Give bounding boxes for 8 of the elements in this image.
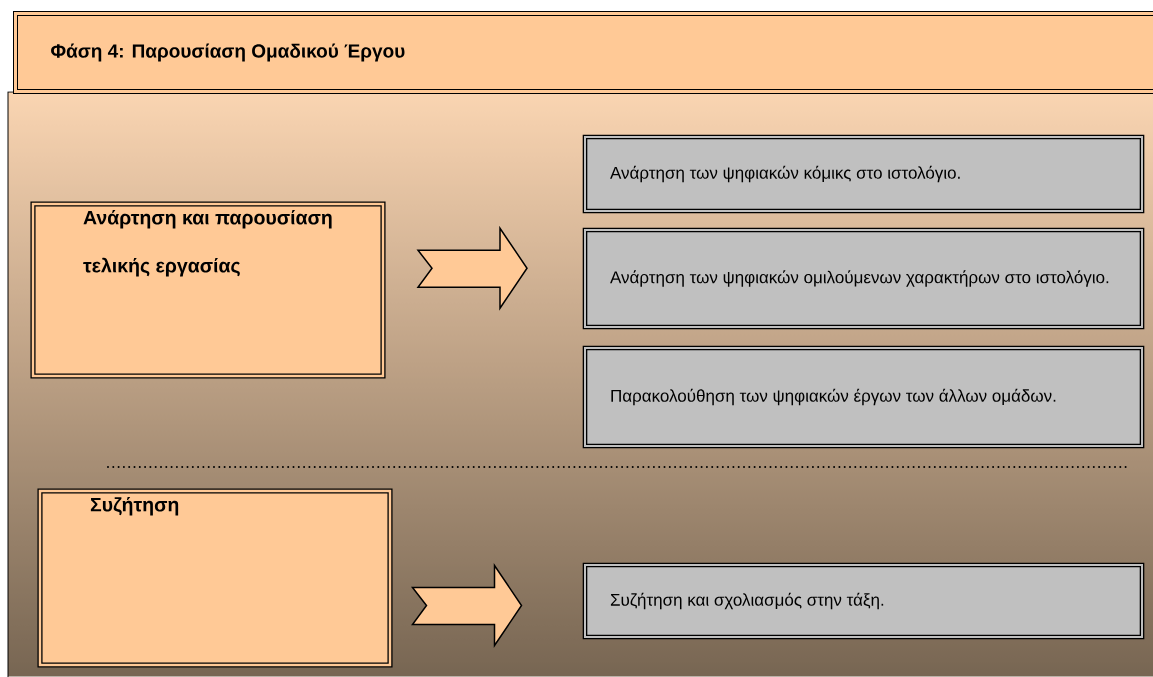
chevron-arrow bbox=[416, 225, 528, 311]
activity-box: Ανάρτηση των ψηφιακών κόμικς στο ιστολόγιο. bbox=[582, 134, 1145, 214]
activity-box: Συζήτηση και σχολιασμός στην τάξη. bbox=[582, 562, 1145, 640]
step-box: Ανάρτηση και παρουσίαση τελικής εργασίας bbox=[30, 201, 386, 379]
step-box: Συζήτηση bbox=[37, 488, 393, 668]
header-band: Φάση 4: Παρουσίαση Ομαδικού Έργου bbox=[13, 11, 1153, 94]
activity-box: Παρακολούθηση των ψηφιακών έργων των άλλων ομάδων. bbox=[582, 345, 1145, 449]
activity-box: Ανάρτηση των ψηφιακών ομιλούμενων χαρακτήρων στο ιστολόγιο. bbox=[582, 227, 1145, 330]
